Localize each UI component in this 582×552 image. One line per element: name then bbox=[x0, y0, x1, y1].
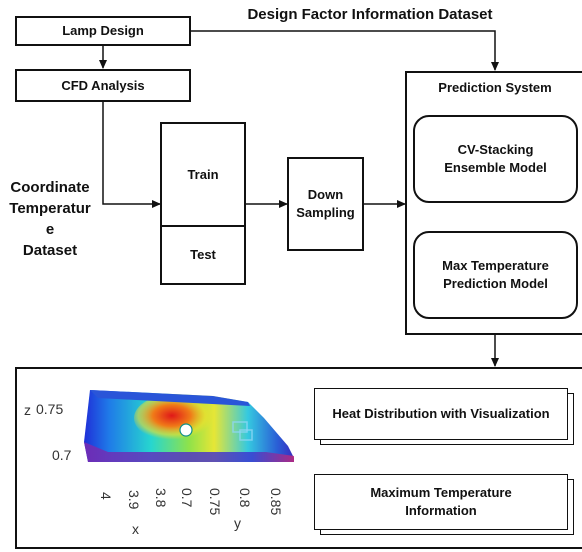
x-tick-label: 3.9 bbox=[126, 490, 142, 510]
lamp-design-box: Lamp Design bbox=[15, 16, 191, 46]
cv-stacking-line-1: CV-Stacking bbox=[457, 142, 534, 158]
test-box: Test bbox=[160, 225, 246, 285]
prediction-system-title: Prediction System bbox=[438, 80, 552, 95]
y-tick-label: 0.75 bbox=[207, 488, 223, 515]
x-tick-label: 0.7 bbox=[179, 488, 195, 508]
x-tick-label: 3.8 bbox=[153, 488, 169, 508]
cv-stacking-line-2: Ensemble Model bbox=[444, 160, 547, 175]
arrow-cfd-to-train bbox=[102, 101, 161, 208]
y-tick-label: 0.85 bbox=[268, 488, 284, 515]
max-temperature-info-line-2: Information bbox=[405, 503, 477, 518]
x-tick-label: 4 bbox=[98, 492, 114, 500]
heat-distribution-label: Heat Distribution with Visualization bbox=[332, 406, 550, 422]
y-axis-label: y bbox=[234, 515, 241, 531]
lamp-design-label: Lamp Design bbox=[62, 23, 144, 39]
coordinate-line-2: Temperatur bbox=[9, 200, 91, 217]
heat-distribution-box: Heat Distribution with Visualization bbox=[314, 388, 568, 440]
arrow-design-to-prediction bbox=[191, 30, 499, 71]
coordinate-dataset-label: Coordinate Temperatur e Dataset bbox=[6, 177, 94, 261]
train-label: Train bbox=[187, 166, 219, 182]
train-box: Train bbox=[160, 122, 246, 227]
lamp-bulb-mark bbox=[180, 424, 192, 436]
y-tick-label: 0.8 bbox=[237, 488, 253, 508]
cfd-analysis-box: CFD Analysis bbox=[15, 69, 191, 102]
z-tick-label: 0.7 bbox=[52, 447, 72, 463]
test-label: Test bbox=[190, 247, 216, 263]
cv-stacking-box: CV-Stacking Ensemble Model bbox=[413, 115, 578, 203]
cfd-analysis-label: CFD Analysis bbox=[61, 77, 145, 93]
max-temperature-info-line-1: Maximum Temperature bbox=[370, 485, 512, 501]
lamp-bottom-edge bbox=[84, 442, 294, 462]
coordinate-line-4: Dataset bbox=[22, 242, 78, 259]
z-tick-label: 0.75 bbox=[36, 401, 63, 417]
heat-distribution-plot: z 0.75 0.7 4 3.9 3.8 0.7 0.75 0.8 0.85 x… bbox=[24, 390, 294, 537]
z-axis-label: z bbox=[24, 402, 31, 418]
max-temperature-model-box: Max Temperature Prediction Model bbox=[413, 231, 578, 319]
max-temperature-model-line-1: Max Temperature bbox=[442, 258, 549, 274]
max-temperature-info-box: Maximum Temperature Information bbox=[314, 474, 568, 530]
down-sampling-line-1: Down bbox=[307, 187, 344, 203]
max-temperature-model-line-2: Prediction Model bbox=[443, 276, 548, 291]
x-axis-label: x bbox=[132, 521, 139, 537]
design-factor-label: Design Factor Information Dataset bbox=[247, 6, 493, 23]
coordinate-line-3: e bbox=[45, 221, 55, 238]
down-sampling-line-2: Sampling bbox=[296, 205, 355, 220]
lamp-top-edge bbox=[90, 390, 250, 406]
hotspot-region bbox=[134, 394, 218, 442]
coordinate-line-1: Coordinate bbox=[10, 179, 90, 196]
down-sampling-box: Down Sampling bbox=[287, 157, 364, 251]
